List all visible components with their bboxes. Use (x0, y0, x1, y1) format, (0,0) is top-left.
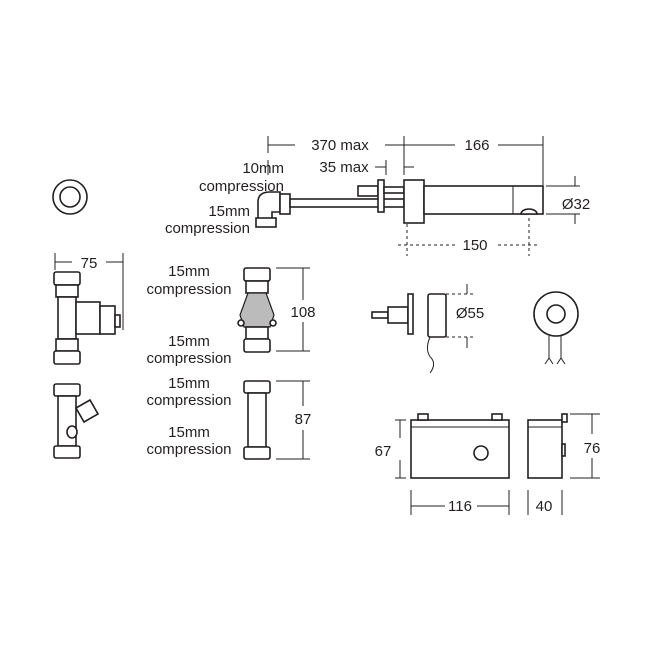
dim-solenoid-width: 75 (81, 255, 98, 272)
strainer-bottom-label-2: compression (146, 441, 231, 458)
control-box-side: 76 40 (527, 413, 601, 515)
isolating-top-label-1: 15mm (168, 263, 210, 280)
dim-box-height: 67 (375, 443, 392, 460)
inlet-15mm-label-2: compression (165, 220, 250, 237)
dim-isolating-height: 108 (290, 304, 315, 321)
dim-spout-diameter: Ø32 (562, 196, 590, 213)
isolating-bottom-label-2: compression (146, 350, 231, 367)
sensor-front-view (52, 179, 88, 215)
sensor-rear-view (533, 291, 579, 365)
isolating-valve: 15mm compression 15mm compression 108 (146, 263, 315, 367)
dim-box-height-side: 76 (584, 440, 601, 457)
dim-box-depth: 40 (536, 498, 553, 515)
strainer-side-view: 15mm compression 15mm compression 87 (146, 375, 312, 460)
inlet-15mm-label-1: 15mm (208, 203, 250, 220)
strainer (53, 383, 100, 459)
dim-overall-length: 370 max (311, 137, 369, 154)
dim-strainer-height: 87 (295, 411, 312, 428)
solenoid-valve: 75 (53, 253, 124, 365)
dim-wall-thickness: 35 max (319, 159, 369, 176)
dim-sensor-diameter: Ø55 (456, 305, 484, 322)
inlet-10mm-label-2: compression (199, 178, 284, 195)
dim-spout-length: 166 (464, 137, 489, 154)
sensor-side-view: Ø55 (371, 284, 484, 374)
isolating-top-label-2: compression (146, 281, 231, 298)
strainer-bottom-label-1: 15mm (168, 424, 210, 441)
strainer-top-label-2: compression (146, 392, 231, 409)
tap-assembly: 370 max 166 35 max 10mm compression 15mm… (165, 136, 590, 256)
dim-spout-reach: 150 (462, 237, 487, 254)
strainer-top-label-1: 15mm (168, 375, 210, 392)
isolating-bottom-label-1: 15mm (168, 333, 210, 350)
inlet-10mm-label-1: 10mm (242, 160, 284, 177)
control-box: 67 116 (375, 413, 510, 515)
dim-box-width: 116 (448, 498, 472, 515)
